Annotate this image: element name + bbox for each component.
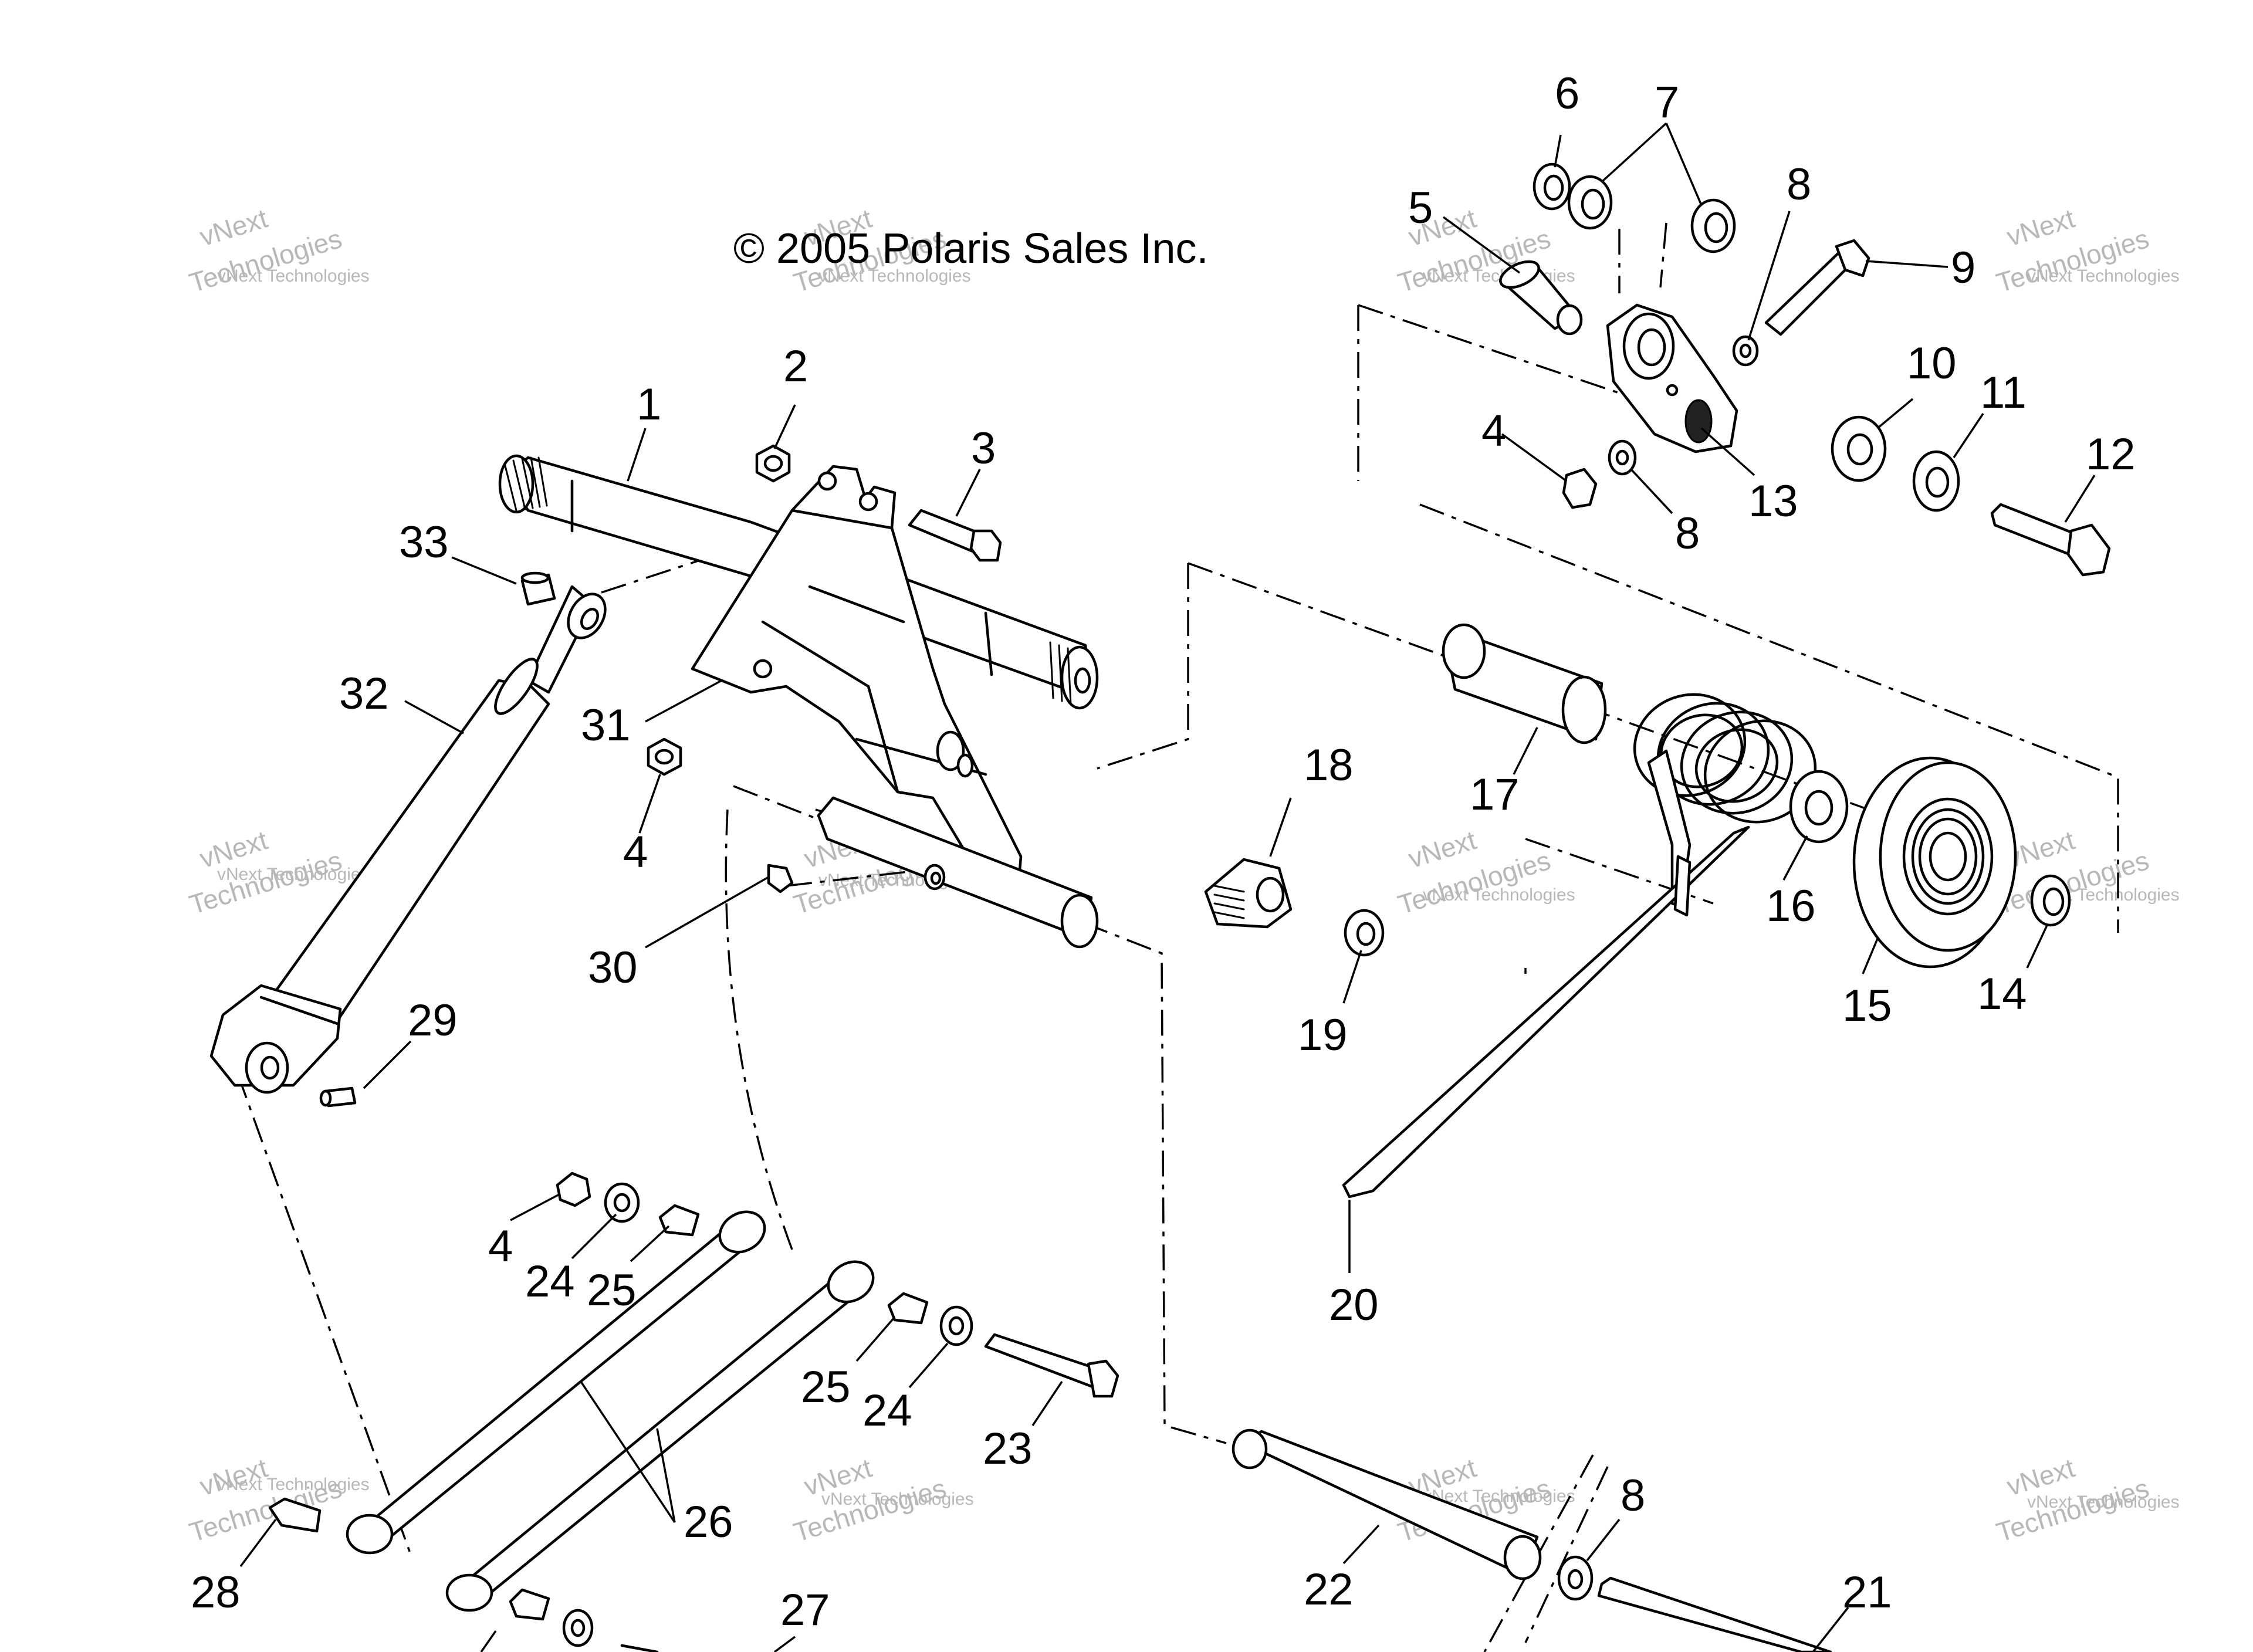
svg-text:vNext: vNext bbox=[196, 202, 271, 252]
watermark-text: vNext Technologies bbox=[2027, 1492, 2180, 1512]
callout-7: 7 bbox=[1655, 77, 1679, 127]
part-30-grease-fitting bbox=[767, 864, 794, 893]
part-3-bolt bbox=[908, 509, 1002, 562]
callout-24-right: 24 bbox=[862, 1386, 912, 1436]
part-17-spacer-tube bbox=[1442, 623, 1607, 744]
part-14-bushing bbox=[2030, 874, 2071, 927]
callout-20: 20 bbox=[1329, 1280, 1379, 1330]
part-24-washer-2 bbox=[939, 1305, 973, 1346]
watermark-text: vNext Technologies bbox=[217, 1475, 370, 1494]
callout-8-upper: 8 bbox=[1787, 160, 1811, 209]
callout-22: 22 bbox=[1304, 1565, 1354, 1614]
callout-10: 10 bbox=[1907, 338, 1957, 388]
callout-4-upper: 4 bbox=[623, 827, 648, 877]
callout-4-right: 4 bbox=[1481, 406, 1506, 456]
part-16-washer bbox=[1789, 770, 1849, 844]
part-24-washer bbox=[604, 1182, 640, 1223]
callout-28: 28 bbox=[191, 1568, 241, 1617]
part-8-washer bbox=[1732, 335, 1759, 367]
part-29-pin bbox=[319, 1086, 357, 1108]
callout-24-left: 24 bbox=[525, 1257, 575, 1306]
svg-text:vNext: vNext bbox=[2003, 202, 2078, 252]
callout-13: 13 bbox=[1748, 476, 1798, 526]
part-21-rear-shaft bbox=[1597, 1576, 1832, 1652]
part-8-washer-lower bbox=[1608, 439, 1637, 476]
part-22-rear-tube bbox=[1232, 1428, 1542, 1580]
callout-31: 31 bbox=[581, 700, 631, 750]
part-8-washer-bottom bbox=[1557, 1555, 1594, 1601]
callout-25-left: 25 bbox=[587, 1265, 637, 1315]
callout-17: 17 bbox=[1470, 770, 1520, 820]
callout-18: 18 bbox=[1304, 740, 1354, 790]
part-19-washer bbox=[1344, 909, 1385, 957]
callout-19: 19 bbox=[1298, 1010, 1348, 1060]
watermark: vNext Technologies bbox=[185, 824, 345, 920]
callout-6: 6 bbox=[1555, 69, 1579, 119]
part-20-torsion-spring bbox=[1342, 693, 1817, 1199]
callout-25-right: 25 bbox=[801, 1362, 851, 1412]
callout-8-lower: 8 bbox=[1621, 1471, 1645, 1521]
callout-30: 30 bbox=[588, 943, 638, 993]
copyright-text: © 2005 Polaris Sales Inc. bbox=[733, 225, 1208, 272]
watermark-text: vNext Technologies bbox=[1423, 885, 1575, 905]
watermark-text: vNext Technologies bbox=[821, 1489, 974, 1509]
callout-5: 5 bbox=[1408, 183, 1433, 233]
callout-4-lower: 4 bbox=[488, 1221, 513, 1271]
part-31-front-arm-bracket bbox=[691, 465, 1099, 949]
part-26-link-rod bbox=[346, 1210, 875, 1612]
part-5-spacer bbox=[1499, 260, 1583, 336]
svg-text:vNext: vNext bbox=[1405, 824, 1480, 874]
part-13-idler-block bbox=[1606, 303, 1738, 453]
part-9-bolt bbox=[1764, 239, 1870, 336]
part-32-shock-absorber bbox=[209, 585, 607, 1094]
callout-21: 21 bbox=[1842, 1568, 1892, 1617]
part-2-nut bbox=[755, 444, 791, 483]
watermark-text: vNext Technologies bbox=[818, 266, 971, 286]
part-18-spring-retainer bbox=[1204, 858, 1293, 929]
callout-9: 9 bbox=[1951, 243, 1975, 293]
callout-15: 15 bbox=[1842, 981, 1892, 1031]
callout-23: 23 bbox=[983, 1424, 1033, 1474]
callout-32: 32 bbox=[339, 669, 389, 719]
part-25-bushing bbox=[658, 1204, 700, 1237]
part-7-bushing bbox=[1567, 175, 1736, 253]
callout-1: 1 bbox=[637, 380, 661, 429]
callout-11: 11 bbox=[1980, 368, 2027, 418]
part-11-washer bbox=[1912, 450, 1960, 512]
part-4-locknut bbox=[1562, 468, 1598, 509]
callout-8-mid: 8 bbox=[1675, 509, 1700, 558]
watermark-text: vNext Technologies bbox=[217, 865, 370, 884]
watermark-text: vNext Technologies bbox=[1423, 266, 1575, 286]
part-15-idler-wheel bbox=[1852, 756, 2017, 969]
callout-12: 12 bbox=[2086, 429, 2136, 479]
part-4-nut-lower bbox=[556, 1172, 591, 1207]
leader-lines bbox=[239, 122, 2096, 1652]
callout-33: 33 bbox=[399, 517, 449, 567]
part-27-hardware bbox=[509, 1588, 659, 1652]
watermark-text: vNext Technologies bbox=[217, 266, 370, 286]
part-23-bolt bbox=[984, 1333, 1119, 1398]
part-12-shoulder-bolt bbox=[1990, 503, 2111, 577]
watermark: vNext Technologies bbox=[1992, 1452, 2152, 1548]
part-10-washer bbox=[1831, 415, 1887, 482]
part-28-bushing bbox=[268, 1497, 322, 1533]
part-4-nut bbox=[647, 737, 682, 776]
callout-29: 29 bbox=[408, 996, 458, 1045]
callout-3: 3 bbox=[971, 424, 996, 473]
part-33-bushing bbox=[520, 571, 556, 606]
callout-16: 16 bbox=[1766, 881, 1816, 931]
callout-27: 27 bbox=[780, 1585, 830, 1635]
callout-26: 26 bbox=[684, 1497, 733, 1547]
part-6-washer bbox=[1533, 163, 1571, 211]
watermark-text: vNext Technologies bbox=[2027, 266, 2180, 286]
callout-14: 14 bbox=[1977, 969, 2027, 1019]
callout-2: 2 bbox=[783, 341, 808, 391]
callout-numbers: 1 2 3 33 32 31 4 30 29 6 7 5 8 9 4 8 13 … bbox=[191, 69, 2136, 1635]
